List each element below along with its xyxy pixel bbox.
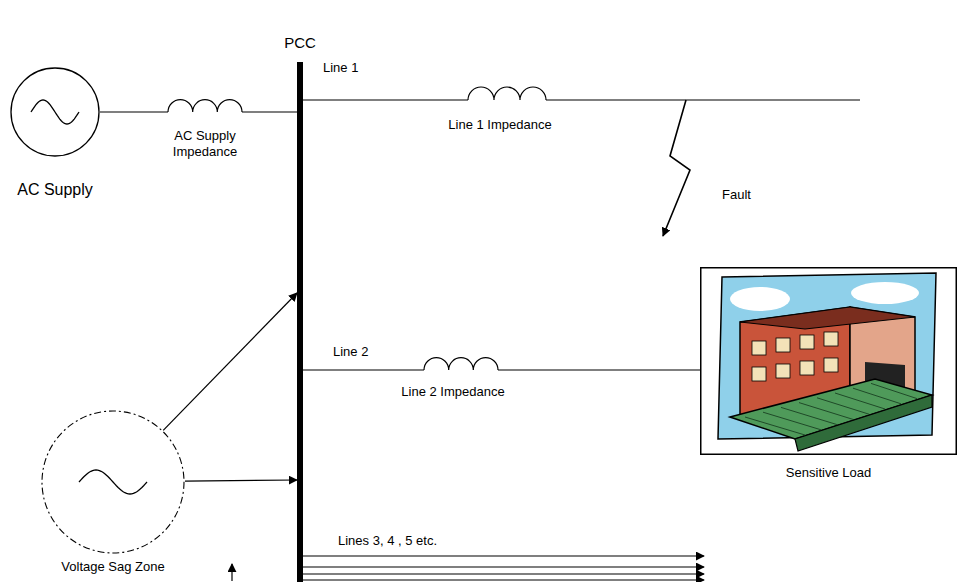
node-label: Sensitive Load (786, 466, 871, 481)
ac-source-outline (10, 67, 100, 157)
sag-zone-outline (41, 410, 185, 554)
connector (163, 293, 297, 430)
line-label: Line 2 Impedance (401, 384, 504, 400)
load-box-outline (700, 267, 957, 455)
line-label: AC Supply Impedance (163, 128, 247, 159)
fault-bolt (663, 100, 690, 236)
inductor-symbol (468, 87, 546, 103)
outgoing-lines (303, 556, 704, 580)
node-label: PCC (284, 34, 316, 51)
inductor-symbol (168, 100, 242, 115)
line-label: Fault (722, 187, 751, 203)
line-label: Lines 3, 4 , 5 etc. (338, 533, 437, 549)
sag-zone: Voltage Sag Zone (41, 410, 185, 554)
connector (185, 480, 297, 481)
ac-source: AC Supply (10, 67, 100, 157)
load-box: Sensitive Load (700, 267, 957, 455)
node-label: AC Supply (17, 181, 93, 199)
bus-bar: PCC (297, 62, 303, 582)
inductor-symbol (424, 358, 498, 373)
pointer-arrow (231, 564, 232, 581)
node-label: Voltage Sag Zone (61, 560, 164, 575)
line-label: Line 1 (323, 60, 358, 76)
factory-picture (718, 273, 936, 451)
line-label: Line 1 Impedance (448, 117, 551, 133)
line-label: Line 2 (333, 344, 368, 360)
feeder-line (303, 99, 860, 100)
connector (303, 369, 700, 370)
